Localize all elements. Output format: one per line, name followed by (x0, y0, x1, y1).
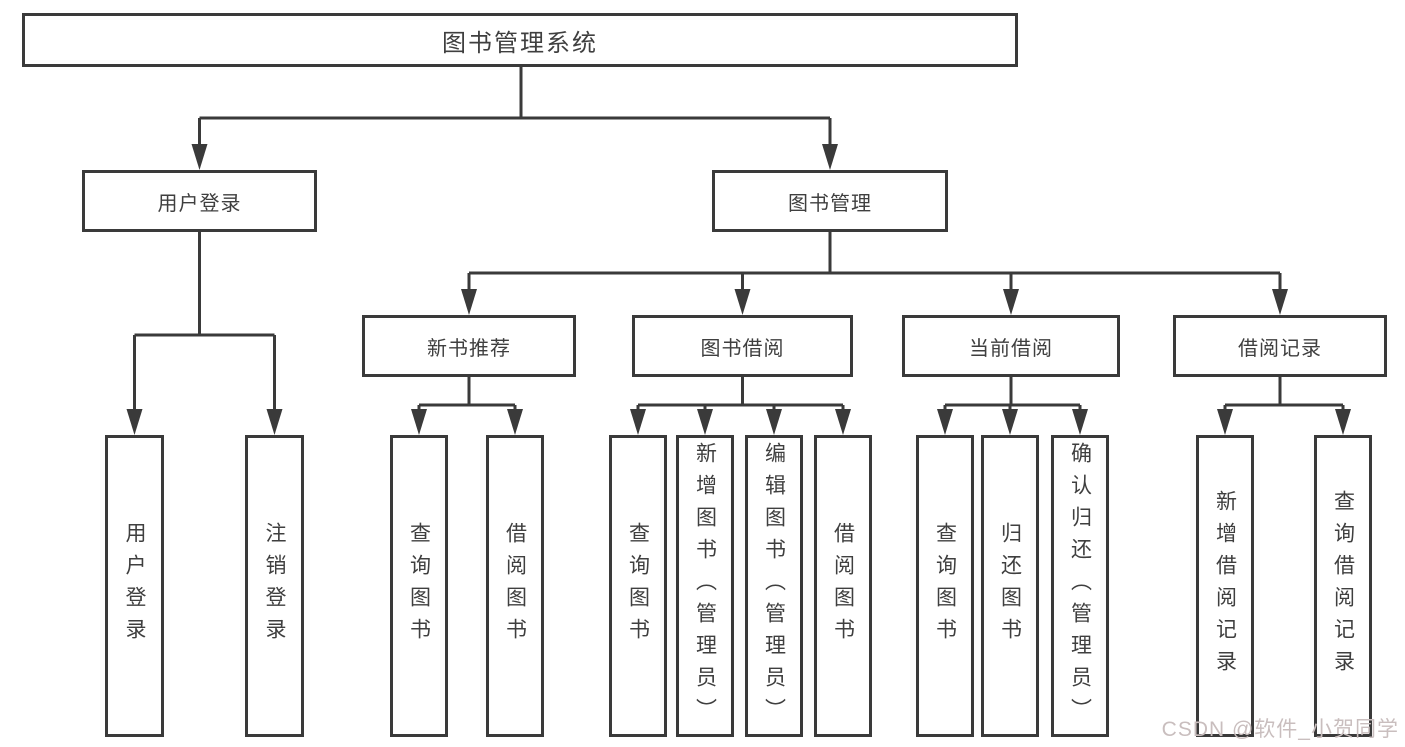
leaf-label: 归还图书 (998, 522, 1022, 650)
leaf-label: 借阅图书 (503, 522, 527, 650)
leaf-label: 新增图书（管理员） (693, 442, 717, 730)
leaf-label: 查询图书 (407, 522, 431, 650)
leaf-label: 用户登录 (123, 522, 146, 650)
node-label: 图书借阅 (700, 337, 785, 360)
leaf-label: 注销登录 (263, 522, 286, 650)
leaf-edit-book-admin: 编辑图书（管理员） (745, 435, 803, 737)
node-user-login: 用户登录 (82, 170, 317, 232)
node-new-book-recommend: 新书推荐 (362, 315, 576, 377)
leaf-label: 查询借阅记录 (1331, 490, 1355, 682)
leaf-query-books-borrow: 查询图书 (609, 435, 667, 737)
leaf-query-borrow-record: 查询借阅记录 (1314, 435, 1372, 737)
leaf-confirm-return-admin: 确认归还（管理员） (1051, 435, 1109, 737)
leaf-user-login: 用户登录 (105, 435, 164, 737)
node-label: 当前借阅 (969, 337, 1053, 360)
node-book-management: 图书管理 (712, 170, 948, 232)
leaf-logout: 注销登录 (245, 435, 304, 737)
leaf-add-borrow-record: 新增借阅记录 (1196, 435, 1254, 737)
leaf-label: 编辑图书（管理员） (762, 442, 786, 730)
node-label: 新书推荐 (427, 337, 511, 360)
node-borrow-records: 借阅记录 (1173, 315, 1387, 377)
leaf-add-book-admin: 新增图书（管理员） (676, 435, 734, 737)
leaf-borrow-books-recommend: 借阅图书 (486, 435, 544, 737)
leaf-label: 确认归还（管理员） (1068, 442, 1092, 730)
node-label: 图书管理系统 (442, 29, 598, 57)
leaf-query-books-current: 查询图书 (916, 435, 974, 737)
node-label: 借阅记录 (1238, 337, 1322, 360)
leaf-label: 新增借阅记录 (1213, 490, 1237, 682)
node-book-borrow: 图书借阅 (632, 315, 853, 377)
leaf-borrow-books-borrow: 借阅图书 (814, 435, 872, 737)
leaf-return-books: 归还图书 (981, 435, 1039, 737)
node-library-management-system: 图书管理系统 (22, 13, 1018, 67)
leaf-query-books-recommend: 查询图书 (390, 435, 448, 737)
leaf-label: 查询图书 (626, 522, 650, 650)
node-current-borrow: 当前借阅 (902, 315, 1120, 377)
leaf-label: 借阅图书 (831, 522, 855, 650)
leaf-label: 查询图书 (933, 522, 957, 650)
node-label: 图书管理 (788, 192, 872, 215)
arrowhead-icons (126, 144, 1351, 435)
node-label: 用户登录 (157, 192, 242, 215)
